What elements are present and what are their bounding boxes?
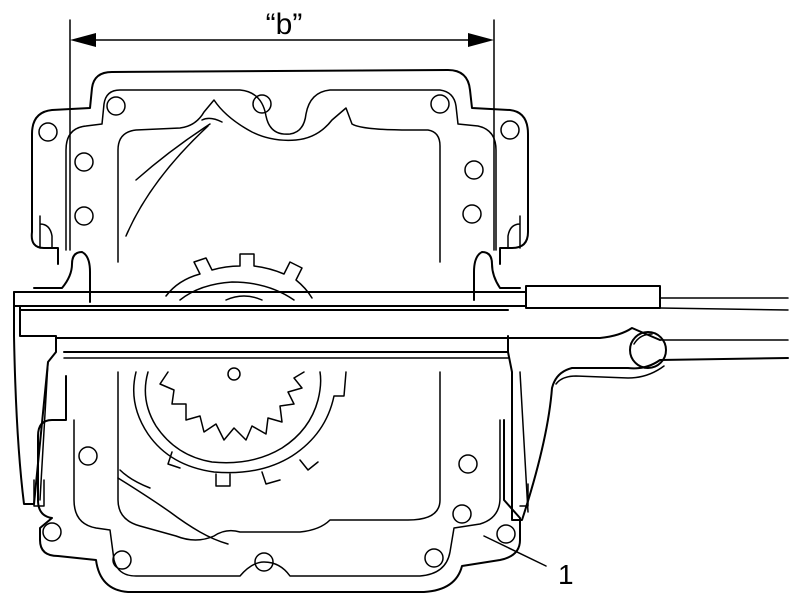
gear-outer-rim — [144, 371, 322, 464]
bolt-hole — [78, 446, 98, 466]
fixed-jaw — [13, 291, 57, 505]
arrowhead-right — [468, 33, 494, 47]
slider-body — [507, 327, 661, 341]
bolt-hole — [42, 522, 62, 542]
arrowhead-left — [70, 33, 96, 47]
bolt-hole — [252, 94, 272, 114]
bolt-hole — [464, 160, 484, 180]
bolt-hole — [112, 550, 132, 570]
vernier-caliper — [13, 285, 789, 521]
bolt-hole — [106, 96, 126, 116]
gear — [133, 367, 347, 487]
bolt-hole — [496, 524, 516, 544]
callout-1: 1 — [483, 535, 574, 590]
fixed-jaw-edge — [39, 361, 49, 501]
gear-ring — [133, 371, 347, 474]
bolt-hole — [38, 122, 58, 142]
bolt-hole — [254, 552, 274, 572]
sliding-jaw-edge — [519, 371, 529, 513]
thumb-wheel-shade — [633, 333, 653, 345]
thumb-wheel — [629, 331, 667, 369]
upper-gear-hub — [225, 295, 263, 301]
gear-dogs — [167, 451, 319, 487]
slider-lower-edge — [555, 365, 665, 385]
bolt-hole — [74, 206, 94, 226]
upper-flange-outline — [30, 69, 529, 265]
lower-housing — [33, 371, 529, 593]
lower-rib-2 — [119, 469, 151, 489]
sliding-jaw — [507, 335, 789, 521]
lower-pocket — [117, 371, 441, 541]
upper-pocket — [117, 99, 441, 263]
left-lug — [39, 215, 53, 249]
upper-rib-3 — [201, 117, 223, 123]
gear-center — [227, 367, 241, 381]
upper-gear-segment — [165, 253, 313, 299]
bolt-hole — [430, 94, 450, 114]
right-shoulder — [473, 251, 521, 301]
callout-number: 1 — [558, 559, 574, 590]
lower-left-lug — [33, 479, 45, 507]
depth-rod-lower — [659, 307, 789, 311]
upper-flange-inner — [65, 89, 497, 251]
upper-rib-1 — [125, 125, 209, 237]
bolt-hole — [452, 504, 472, 524]
bolt-hole — [458, 454, 478, 474]
lower-flange-inner — [73, 419, 501, 577]
upper-housing — [30, 69, 529, 303]
lower-flange-outline — [37, 375, 521, 593]
bolt-hole — [462, 204, 482, 224]
lower-rib — [117, 477, 229, 545]
leader-line — [483, 535, 547, 567]
dimension-b: “b” — [69, 8, 495, 251]
bolt-hole — [500, 120, 520, 140]
depth-rod-sleeve — [525, 285, 661, 309]
right-lug — [507, 215, 521, 249]
left-shoulder — [33, 251, 91, 303]
bolt-hole — [74, 152, 94, 172]
gear-teeth — [159, 371, 305, 441]
upper-rib-2 — [135, 123, 211, 181]
bolt-hole — [424, 548, 444, 568]
dimension-label: “b” — [266, 8, 303, 41]
